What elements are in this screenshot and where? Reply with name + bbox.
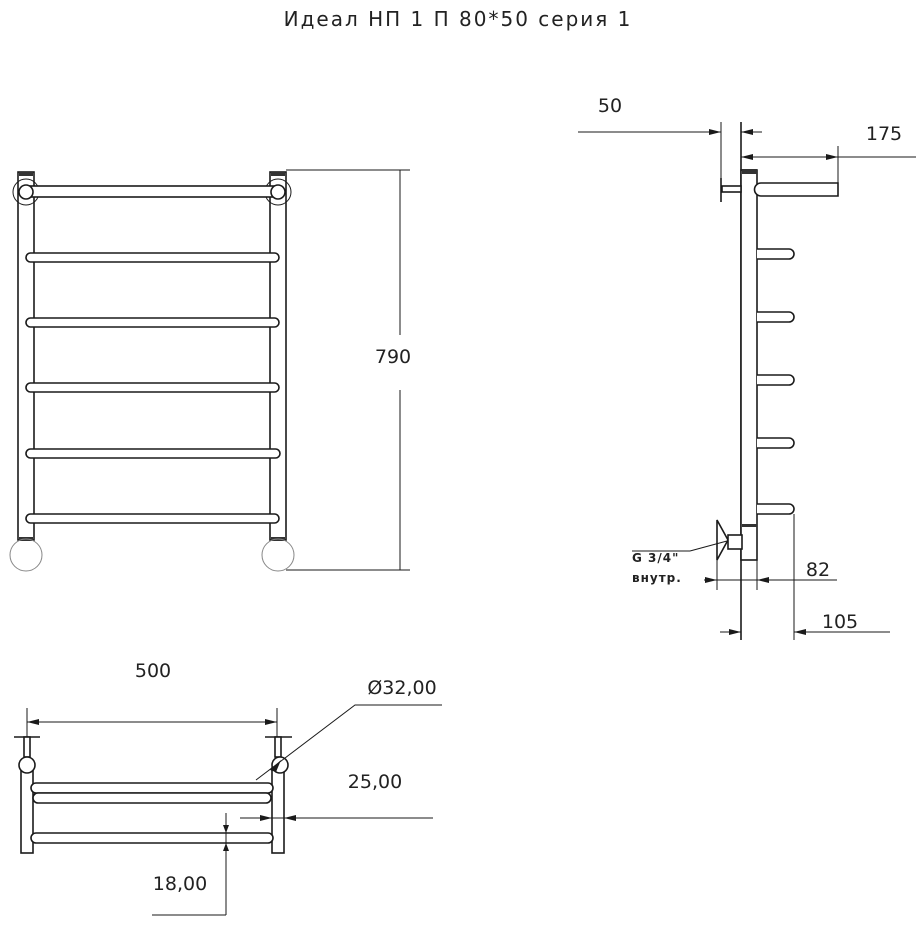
top-bar [25,185,279,198]
left-post [17,171,35,541]
thread-label: G 3/4" [632,551,679,565]
wall-offset-dimension: 50 [598,95,622,117]
right-post-top [271,767,285,854]
rails [25,252,281,524]
rail [25,513,280,524]
top-depth-dimension: 175 [866,123,902,145]
front-view: 790 [9,169,411,572]
connection-depth-dimension: 82 [806,559,830,581]
rail-depth-dimension: 105 [822,611,858,633]
rail [25,448,281,459]
drawing-title: Идеал НП 1 П 80*50 серия 1 [284,7,633,31]
right-post [269,171,287,541]
rail [25,382,280,393]
width-dimension: 500 [135,660,171,682]
side-view: 50 175 G 3/4" внутр. 82 105 [578,95,916,640]
gap-dimension: 25,00 [348,771,402,793]
top-bar-side [753,182,839,197]
valve-icon [716,519,757,561]
left-connector [9,538,43,572]
rail-top [30,832,274,844]
pipe-diameter-dimension: Ø32,00 [367,677,436,699]
right-connector [261,538,295,572]
side-post [740,169,758,561]
height-dimension: 790 [375,346,411,368]
top-bar-top [30,782,274,794]
top-view: 500 Ø32,00 25,00 18,00 [14,660,442,916]
rail [25,317,280,328]
rail-diameter-dimension: 18,00 [153,873,207,895]
side-rails [757,248,795,515]
rail [25,252,280,263]
thread-note: внутр. [632,571,682,585]
